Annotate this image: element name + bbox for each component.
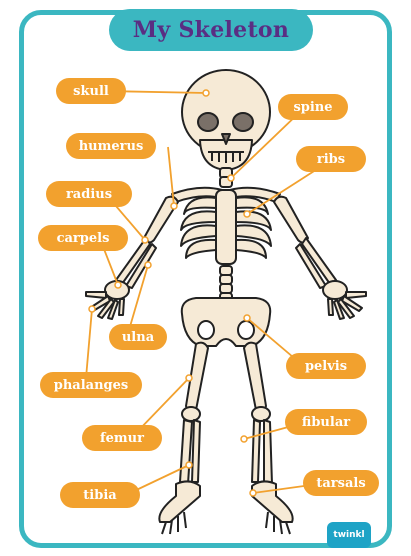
right-hand-bones xyxy=(323,281,366,319)
label-spine: spine xyxy=(278,94,348,120)
leader-phalanges xyxy=(86,309,92,378)
pelvis-bone xyxy=(182,298,270,346)
label-radius: radius xyxy=(46,181,132,207)
left-foot-bones xyxy=(159,481,200,534)
label-skull: skull xyxy=(56,78,126,104)
label-ribs: ribs xyxy=(296,146,366,172)
label-femur: femur xyxy=(82,425,162,451)
label-humerus: humerus xyxy=(66,133,156,159)
right-foot-bones xyxy=(252,481,293,534)
label-ulna: ulna xyxy=(109,324,167,350)
label-fibular: fibular xyxy=(285,409,367,435)
label-pelvis: pelvis xyxy=(286,353,366,379)
twinkl-logo: twinkl xyxy=(327,522,371,548)
label-tarsals: tarsals xyxy=(303,470,379,496)
label-phalanges: phalanges xyxy=(40,372,142,398)
skull-bone xyxy=(182,70,270,170)
label-carpels: carpels xyxy=(38,225,128,251)
ribs-bone xyxy=(181,190,271,264)
label-tibia: tibia xyxy=(60,482,140,508)
